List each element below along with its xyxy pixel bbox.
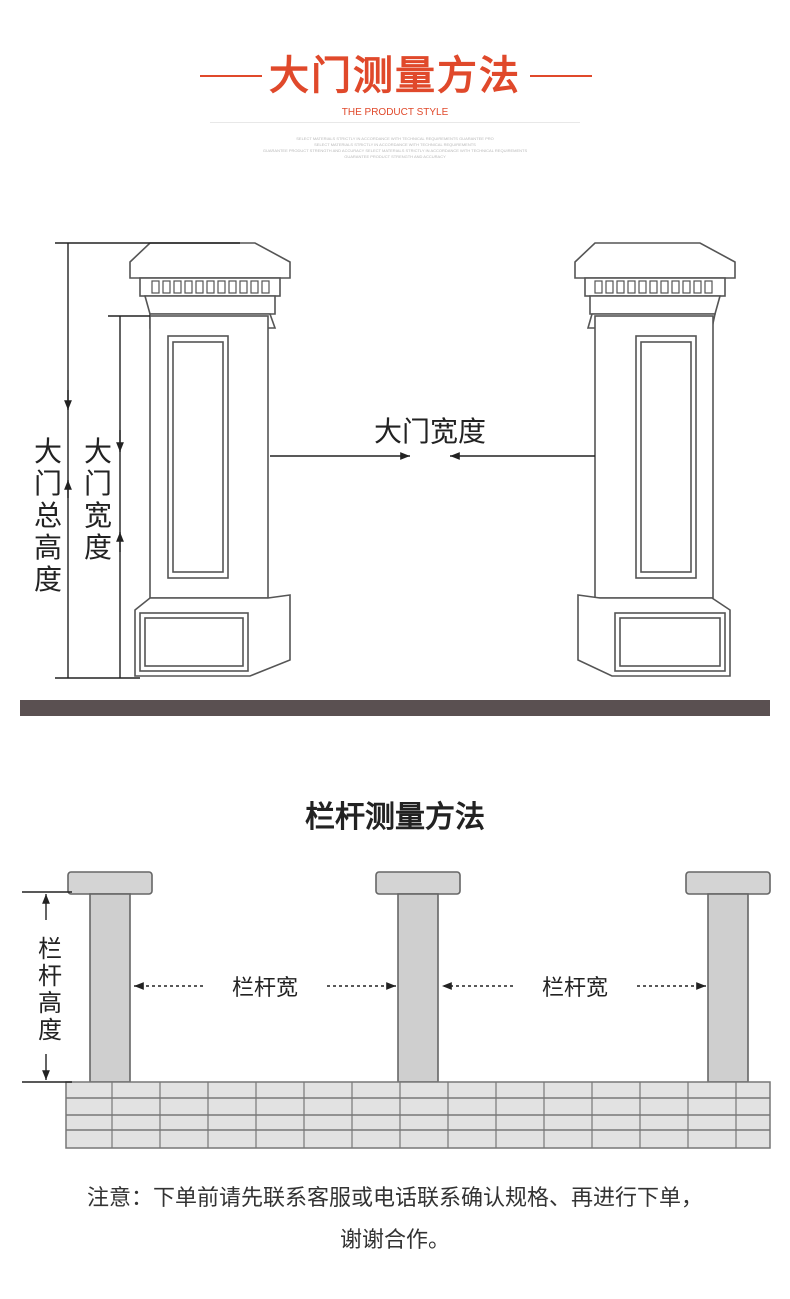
railing-posts xyxy=(67,871,771,1083)
subtitle-rule xyxy=(210,122,580,123)
order-note-line-1: 注意：下单前请先联系客服或电话联系确认规格、再进行下单， xyxy=(86,1186,703,1211)
page-subtitle: THE PRODUCT STYLE xyxy=(341,107,449,118)
railing-width-label-1: 栏杆宽 xyxy=(205,970,325,1002)
railing-height-label: 栏杆高度 xyxy=(38,935,62,1044)
railing-title: 栏杆测量方法 xyxy=(305,800,485,835)
gate-height-dimension xyxy=(108,315,150,678)
left-gate-pillar xyxy=(129,242,291,677)
fine-print-line-1: SELECT MATERIALS STRICTLY IN ACCORDANCE … xyxy=(296,136,494,141)
fine-print-line-2: SELECT MATERIALS STRICTLY IN ACCORDANCE … xyxy=(314,142,476,147)
order-note-line-2: 谢谢合作。 xyxy=(339,1228,450,1253)
fine-print-line-4: GUARANTEE PRODUCT STRENGTH AND ACCURACY xyxy=(344,154,446,159)
gate-total-height-label: 大门总高度 xyxy=(33,435,62,596)
right-gate-pillar xyxy=(574,242,736,677)
section-divider xyxy=(20,700,770,716)
gate-total-height-dimension xyxy=(55,242,240,679)
gate-width-label: 大门宽度 xyxy=(373,415,486,448)
title-right-rule xyxy=(530,75,592,77)
railing-width-label-2: 栏杆宽 xyxy=(515,970,635,1002)
gate-height-label: 大门宽度 xyxy=(83,435,112,564)
railing-base xyxy=(65,1081,771,1149)
page-title: 大门测量方法 xyxy=(269,53,521,99)
title-left-rule xyxy=(200,75,262,77)
railing-height-dimension xyxy=(22,891,72,1083)
gate-diagram xyxy=(55,242,736,679)
railing-diagram xyxy=(22,871,771,1149)
fine-print-line-3: GUARANTEE PRODUCT STRENGTH AND ACCURACY … xyxy=(262,148,528,153)
